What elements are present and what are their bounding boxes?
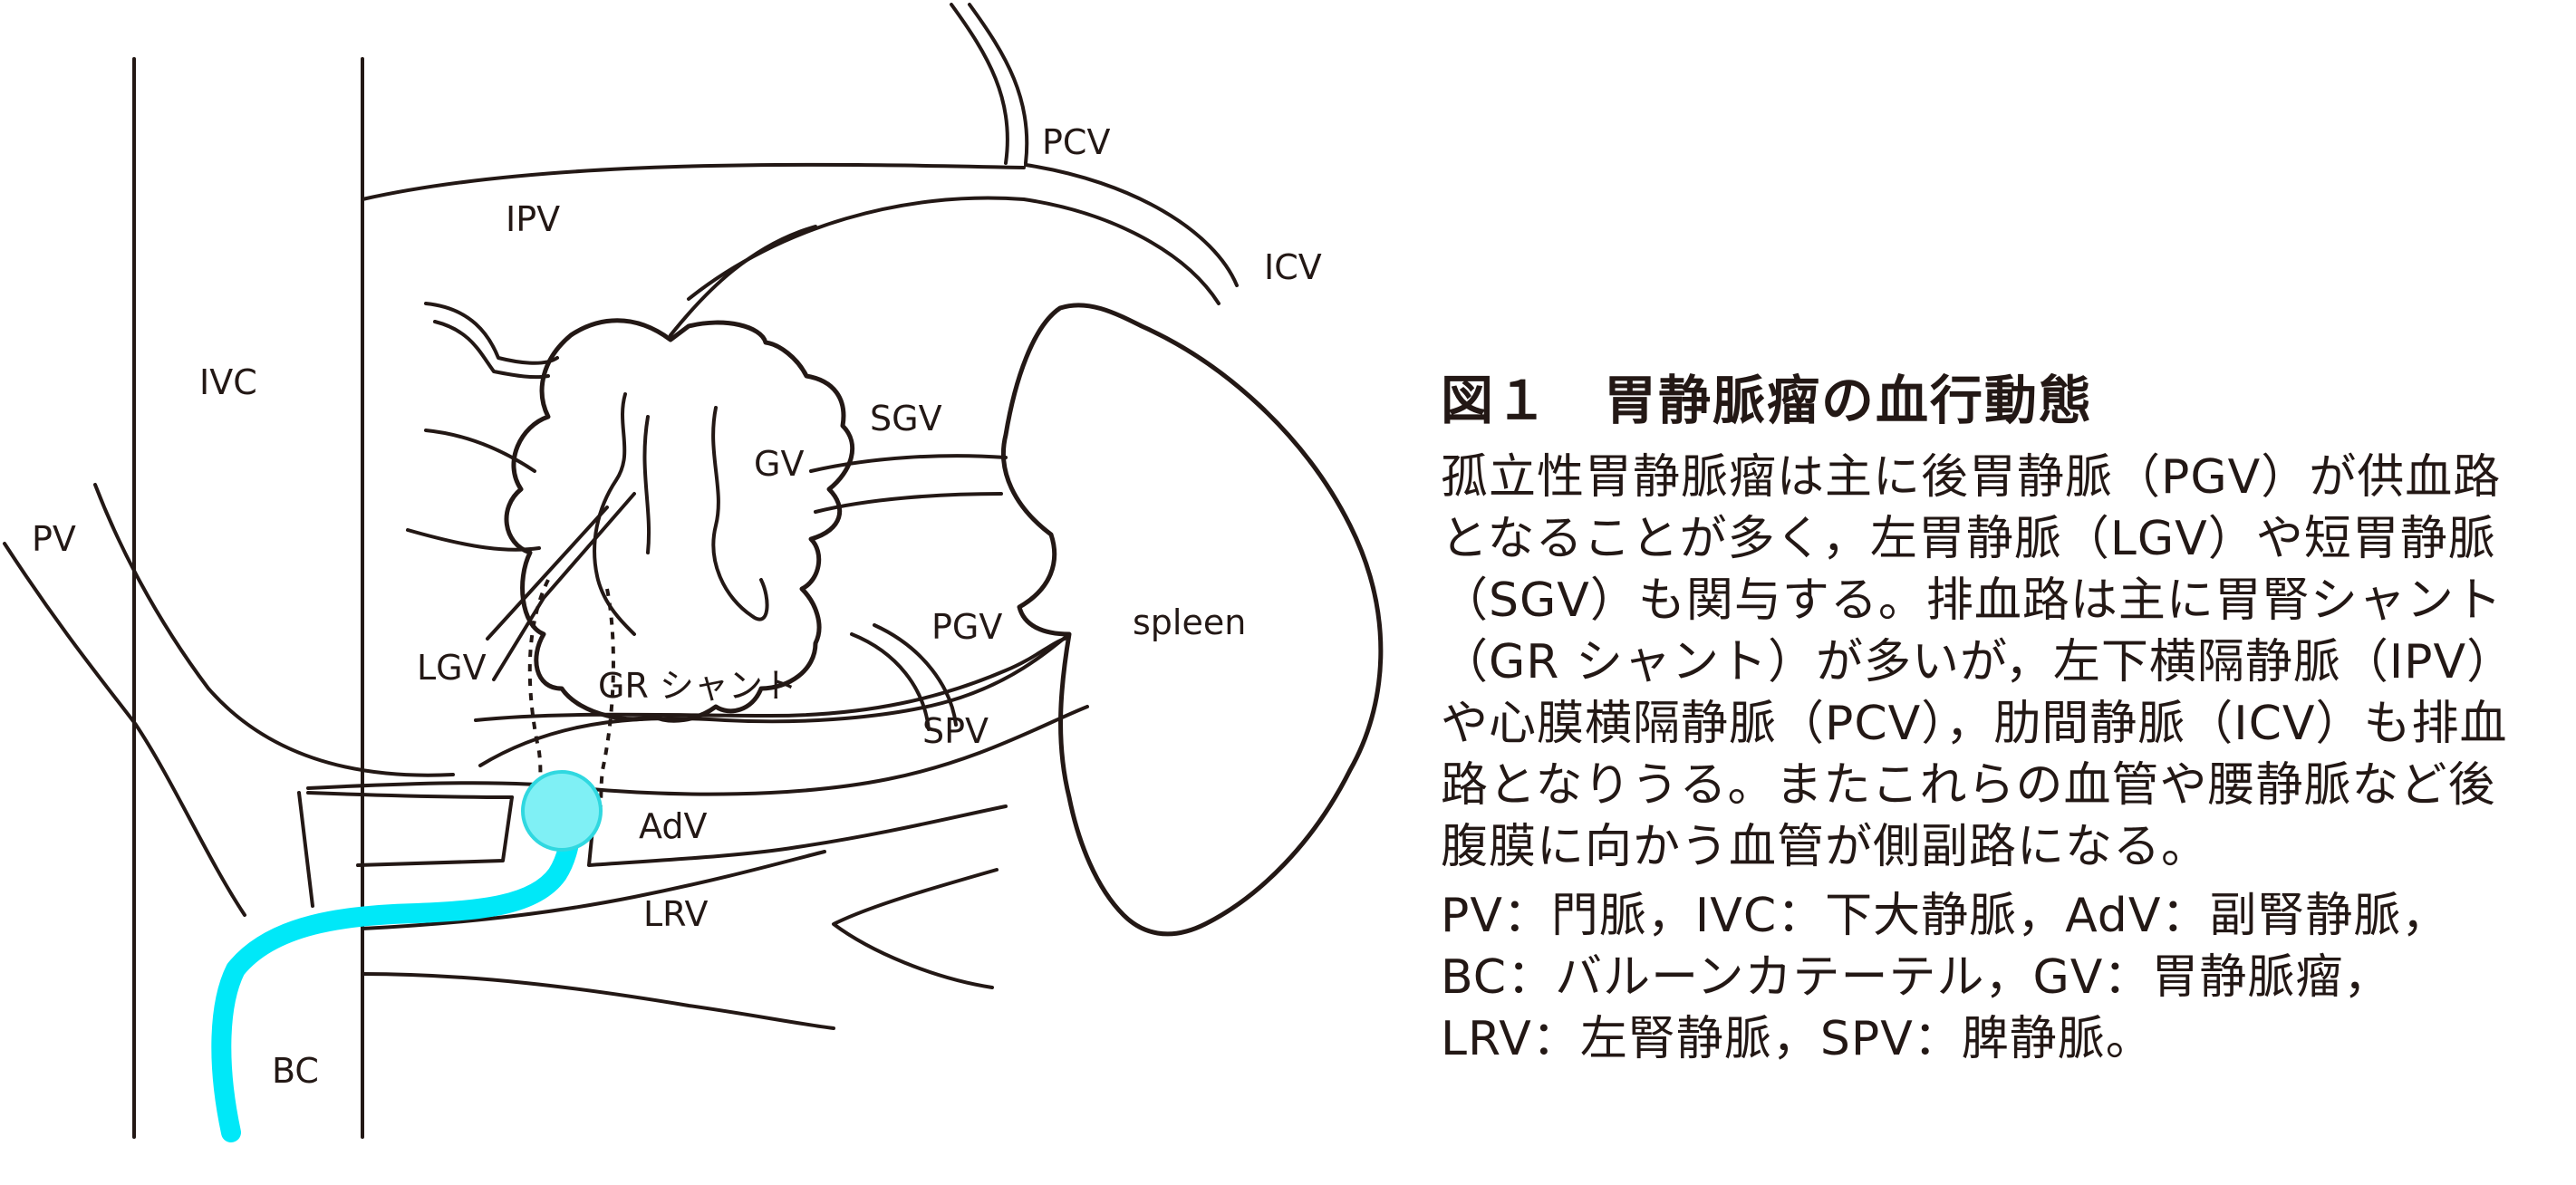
- spleen-outline: [1000, 303, 1384, 937]
- label-pv: PV: [32, 519, 76, 559]
- icv-inner-wall: [687, 196, 1220, 305]
- tributary-1-a: [424, 302, 559, 365]
- gr-shunt-upper-wall: [478, 632, 1071, 767]
- pv-upper-wall: [93, 483, 455, 777]
- label-gv: GV: [754, 444, 804, 484]
- adv-inner-wall: [356, 795, 514, 867]
- label-icv: ICV: [1264, 247, 1322, 287]
- sgv-lower-wall: [814, 492, 1003, 514]
- gr-shunt-right-hidden-wall: [596, 588, 615, 816]
- spv-lower-wall: [306, 705, 1089, 796]
- sgv-upper-wall: [809, 454, 1008, 473]
- caption-abbreviations: PV：門脈，IVC：下大静脈，AdV：副腎静脈，BC：バルーンカテーテル，GV：…: [1441, 889, 2450, 1066]
- pv-outer-wall: [3, 542, 246, 917]
- icv-outer-wall: [1024, 163, 1239, 287]
- label-spleen: spleen: [1133, 602, 1246, 642]
- lgv-left-wall: [486, 506, 609, 641]
- tributary-1-b: [433, 320, 550, 380]
- label-adv: AdV: [639, 806, 707, 846]
- gastric-varix-hemodynamics-diagram: PCV IPV ICV IVC SGV GV PV PGV spleen LGV…: [3, 3, 1384, 1142]
- gastric-varix-fold-3: [642, 415, 651, 554]
- label-pcv: PCV: [1042, 122, 1110, 162]
- adv-right-wall: [587, 804, 1008, 867]
- balloon-catheter: [211, 810, 583, 1142]
- ipv-lower-wall: [669, 225, 817, 337]
- adv-left-wall: [297, 791, 314, 908]
- label-gr-shunt: GR シャント: [598, 666, 797, 706]
- pcv-left-wall: [950, 3, 1009, 165]
- label-lgv: LGV: [417, 648, 487, 688]
- spv-upper-wall: [474, 637, 1066, 722]
- figure-caption: 図１ 胃静脈瘤の血行動態 孤立性胃静脈瘤は主に後胃静脈（PGV）が供血路となるこ…: [1441, 358, 2528, 1070]
- caption-body: 孤立性胃静脈瘤は主に後胃静脈（PGV）が供血路となることが多く，左胃静脈（LGV…: [1441, 450, 2515, 874]
- gastric-varix-fold-2: [711, 406, 769, 621]
- tributary-3: [406, 528, 541, 552]
- balloon: [521, 770, 603, 852]
- pcv-right-wall: [968, 3, 1029, 165]
- gastric-varix-outline: [504, 318, 855, 723]
- renal-branch: [832, 868, 999, 989]
- label-ivc: IVC: [199, 362, 257, 402]
- lrv-lower-wall: [361, 972, 835, 1030]
- lgv-right-wall: [492, 492, 636, 681]
- pgv-inner-wall: [850, 632, 931, 731]
- lrv-upper-wall: [361, 850, 826, 930]
- label-spv: SPV: [922, 711, 989, 751]
- adv-upper-wall: [306, 791, 514, 799]
- caption-title: 図１ 胃静脈瘤の血行動態: [1441, 370, 2094, 431]
- label-lrv: LRV: [643, 894, 709, 934]
- ipv-upper-wall: [361, 162, 1026, 201]
- label-ipv: IPV: [506, 199, 560, 239]
- tributary-2: [424, 429, 536, 473]
- label-pgv: PGV: [931, 607, 1002, 647]
- pgv-outer-wall: [873, 623, 958, 727]
- label-bc: BC: [272, 1051, 319, 1091]
- label-sgv: SGV: [870, 399, 942, 438]
